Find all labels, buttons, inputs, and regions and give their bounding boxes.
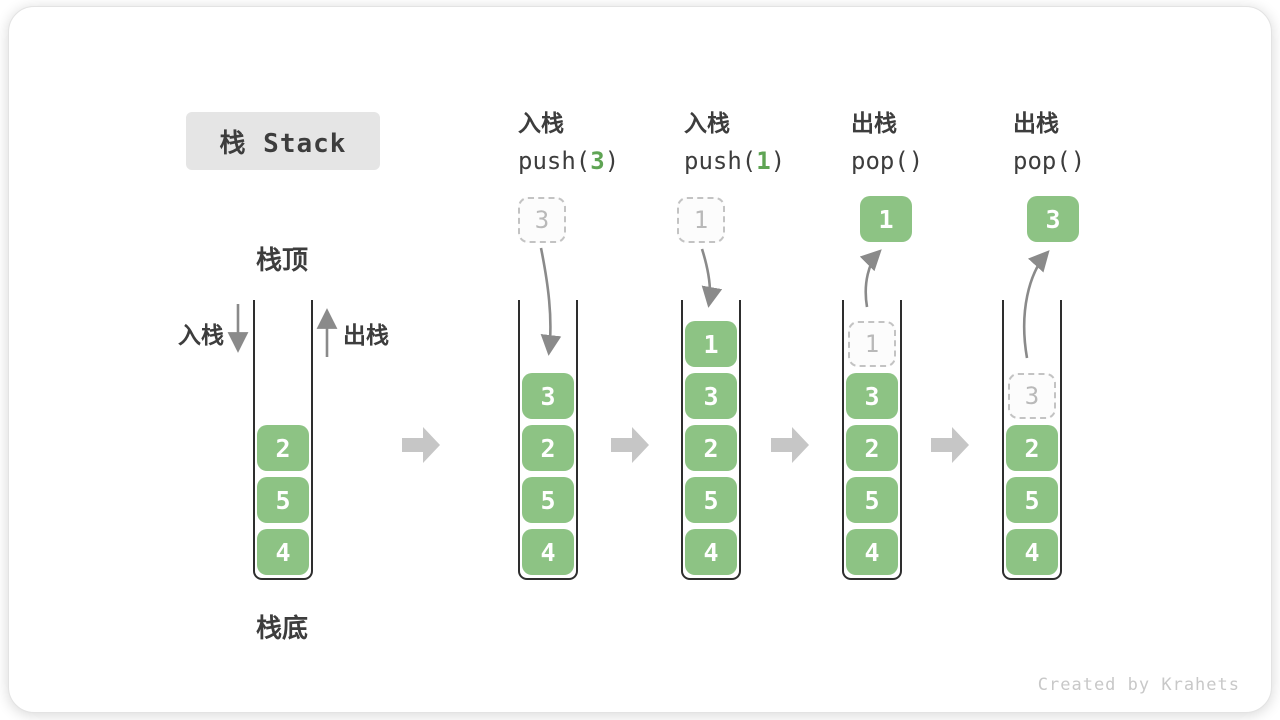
ghost-slot: 3 [1008,373,1056,419]
ghost-slot: 1 [848,321,896,367]
pop-side-label: 出栈 [343,323,389,349]
stack-container-4 [842,300,902,580]
stack-block: 5 [1006,477,1058,523]
stack-bottom-label: 栈底 [255,614,308,644]
op-code-arg: 3 [590,147,605,175]
op-kind-label: 出栈 [1013,111,1059,137]
op-code-label: pop() [1013,147,1085,175]
step-arrow-right-icon [771,427,809,463]
popped-element: 3 [1027,196,1079,242]
stack-block: 5 [522,477,574,523]
popped-element: 1 [860,196,912,242]
stack-block: 2 [1006,425,1058,471]
op-code-post: ) [770,147,786,175]
stack-block: 2 [522,425,574,471]
stack-container-2 [518,300,578,580]
step-arrow-right-icon [402,427,440,463]
stack-block: 3 [522,373,574,419]
op-kind-label: 出栈 [851,111,897,137]
op-header-push-1: 入栈 push(1) [684,104,785,175]
stack-block: 3 [846,373,898,419]
stack-block: 3 [685,373,737,419]
curved-insert-arrow-icon [700,248,723,308]
op-code-label: push(3) [518,147,619,175]
stack-top-label: 栈顶 [255,246,308,276]
incoming-element-dashed: 1 [677,197,725,243]
watermark-credit: Created by Krahets [1037,675,1240,695]
stack-block: 4 [685,529,737,575]
step-arrow-right-icon [931,427,969,463]
stack-block: 4 [846,529,898,575]
curved-remove-arrow-icon [859,249,882,308]
stack-container-5 [1002,300,1062,580]
incoming-element-dashed: 3 [518,197,566,243]
step-arrow-right-icon [611,427,649,463]
op-header-pop-second: 出栈 pop() [1013,104,1085,175]
op-code-pre: push( [518,147,591,175]
stack-block: 2 [257,425,309,471]
op-code-label: pop() [851,147,923,175]
stack-block: 4 [1006,529,1058,575]
op-kind-label: 入栈 [684,111,730,137]
stack-container-3 [681,300,741,580]
stack-block: 4 [522,529,574,575]
stack-block: 1 [685,321,737,367]
title-text: 栈 Stack [219,128,347,159]
stack-block: 2 [846,425,898,471]
stack-block: 5 [685,477,737,523]
stack-block: 4 [257,529,309,575]
op-code-pre: push( [684,147,757,175]
op-code-label: push(1) [684,147,785,175]
op-code-pre: pop() [851,147,924,175]
op-header-push-3: 入栈 push(3) [518,104,619,175]
stack-block: 5 [257,477,309,523]
stack-container-1 [253,300,313,580]
op-header-pop-first: 出栈 pop() [851,104,923,175]
stack-block: 2 [685,425,737,471]
stack-block: 5 [846,477,898,523]
op-kind-label: 入栈 [518,111,564,137]
op-code-arg: 1 [756,147,771,175]
push-side-label: 入栈 [178,323,224,349]
title-badge: 栈 Stack [186,112,380,170]
op-code-pre: pop() [1013,147,1086,175]
op-code-post: ) [604,147,620,175]
